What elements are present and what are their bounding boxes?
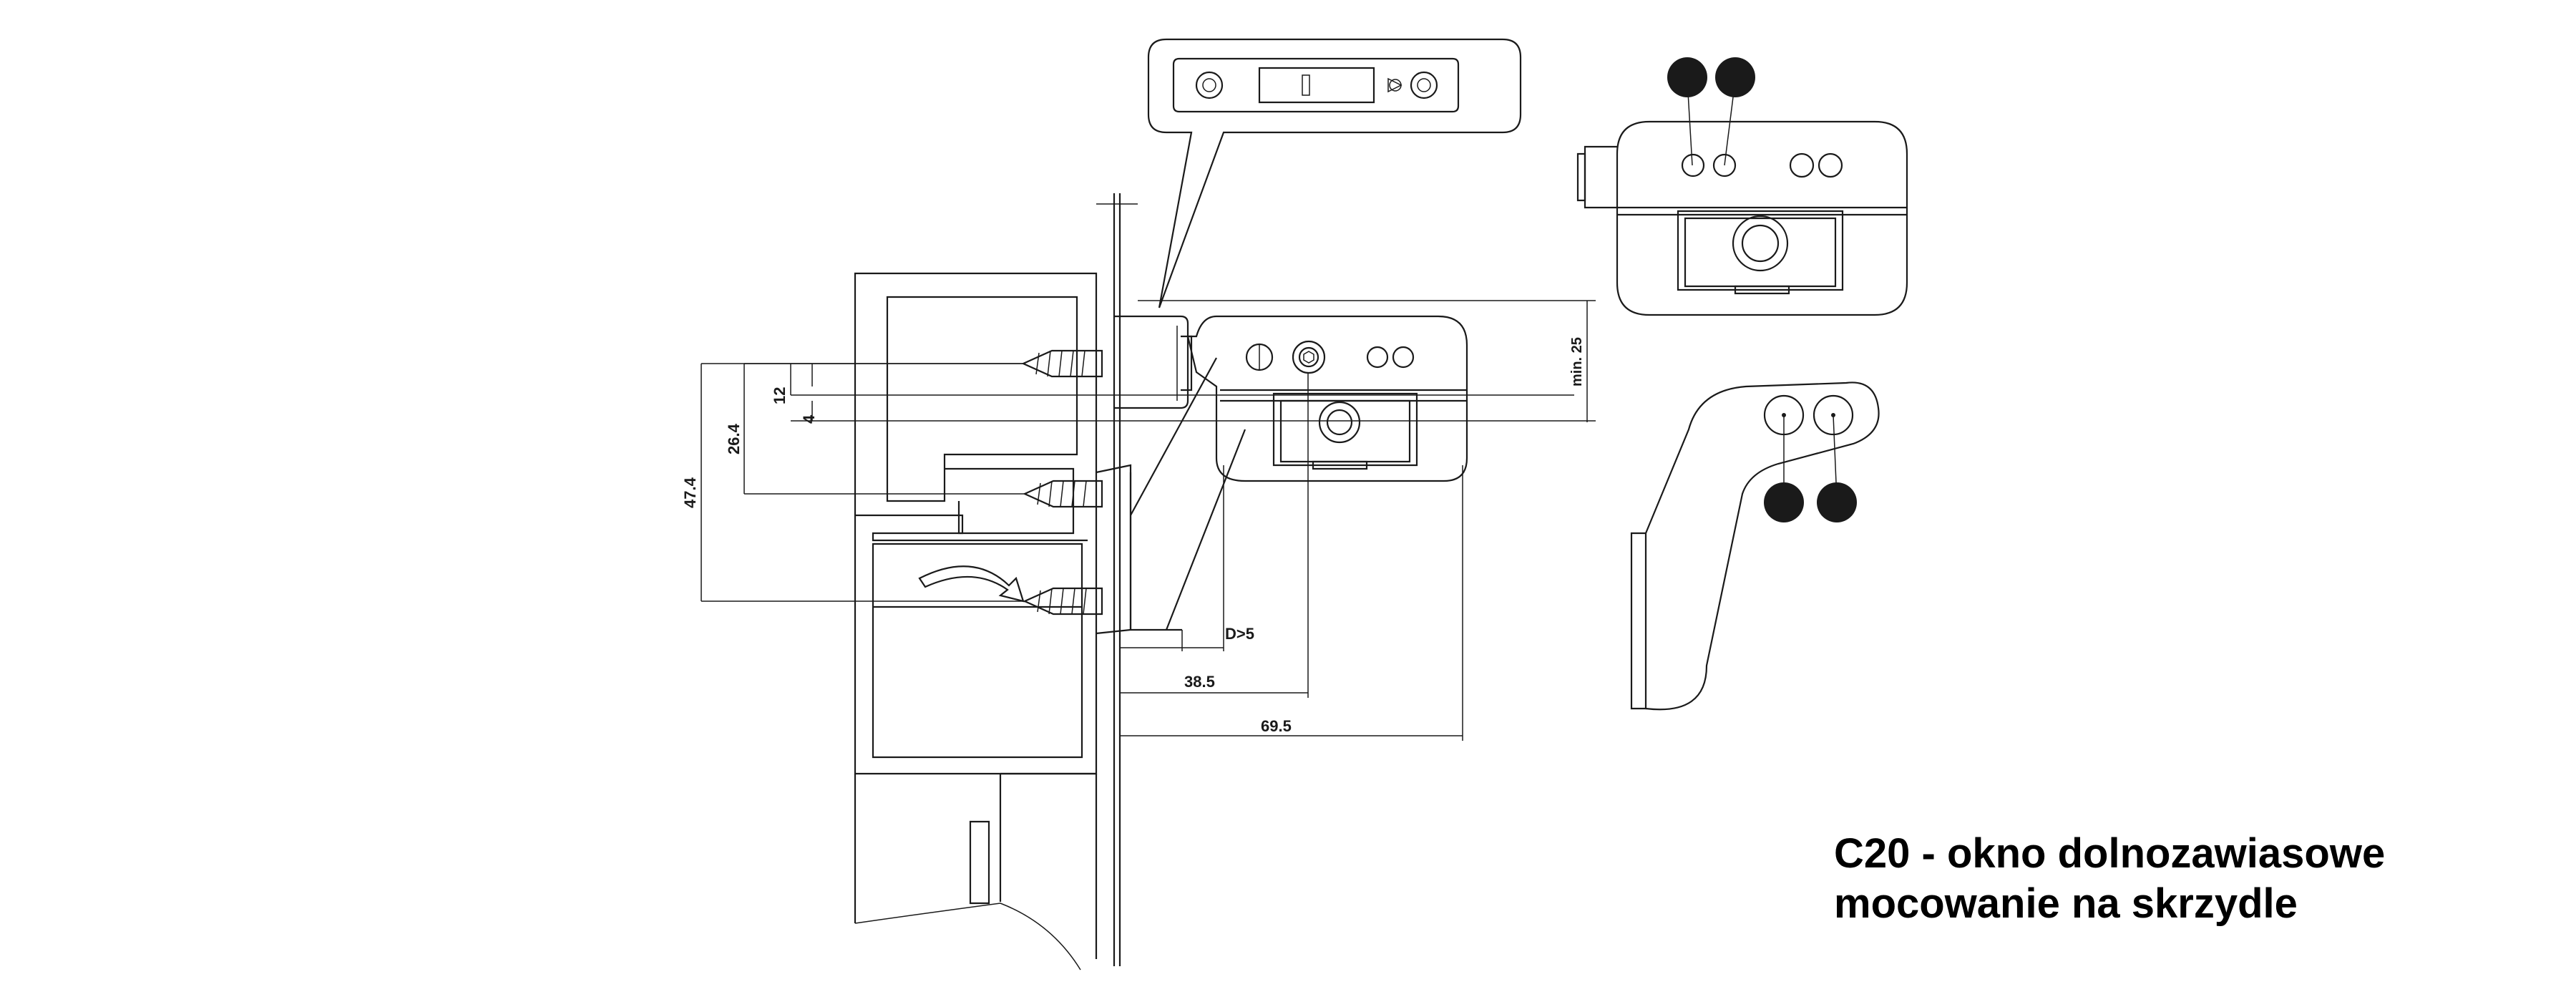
dim-47-4: 47.4 [681,477,699,508]
marker-dot [1764,482,1804,522]
dim-69-5: 69.5 [1261,717,1292,735]
screw-top [1021,349,1103,378]
title-line-1: C20 - okno dolnozawiasowe [1834,830,2386,877]
frame-mounting-plate [1096,315,1193,635]
dim-min-25: min. 25 [1569,337,1585,386]
dimension-lines [701,300,1596,741]
dim-26-4: 26.4 [725,423,743,454]
window-profile-section [854,193,1138,971]
marker-dot [1667,57,1707,97]
title-line-2: mocowanie na skrzydle [1834,880,2298,927]
bracket-profile [1630,381,1880,711]
detail-callout [1147,38,1522,308]
marker-dot [1715,57,1755,97]
dim-d-gap: D>5 [1225,625,1254,643]
hinge-body-side [1130,315,1468,631]
marker-dot [1817,482,1857,522]
dim-4: 4 [800,414,818,424]
rotation-arrow-icon [918,565,1025,603]
screw-middle [1023,480,1103,508]
dim-12: 12 [771,387,789,404]
hinge-top-view [1576,79,1908,316]
drawing-title: C20 - okno dolnozawiasowe mocowanie na s… [1834,829,2385,929]
dim-38-5: 38.5 [1184,673,1215,691]
screw-bottom [1023,587,1103,616]
